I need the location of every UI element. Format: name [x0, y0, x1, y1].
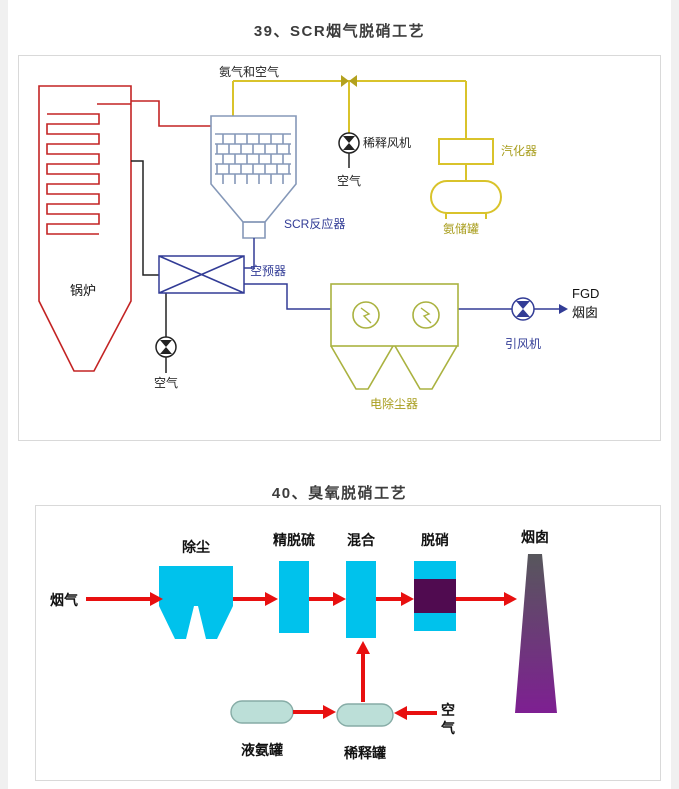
arrowhead-icon — [333, 592, 346, 606]
arrowhead-icon — [150, 592, 163, 606]
flow-arrow-heads-group — [150, 592, 517, 720]
label-desulf: 精脱硫 — [273, 532, 315, 548]
esp-group — [330, 283, 459, 390]
label-fgd-chimney: 烟囱 — [572, 305, 599, 320]
flue-line-preheater-to-esp — [244, 283, 331, 310]
scr-outlet-duct — [242, 221, 266, 239]
dilution-tank-shape — [336, 703, 394, 727]
page-gutter-right — [671, 0, 679, 789]
label-ammonia-air: 氨气和空气 — [218, 65, 280, 79]
id-fan-blade-icon — [516, 301, 530, 317]
label-air-bottom: 空气 — [153, 376, 179, 390]
air-fan-icon — [155, 336, 177, 358]
label-chimney: 烟囱 — [521, 529, 549, 545]
arrowhead-icon — [504, 592, 517, 606]
air-preheater-shape — [158, 255, 245, 294]
desulf-shape — [279, 561, 309, 633]
label-fgd: FGD — [572, 286, 600, 301]
scr-diagram-panel: 氨气和空气 稀释风机 空气 汽化器 氨储罐 SCR反应器 空预器 锅炉 空气 电… — [18, 55, 661, 441]
esp-field-right-icon — [412, 301, 440, 329]
boiler-coil — [46, 113, 100, 235]
flue-line-scr-to-preheater — [244, 238, 255, 269]
label-vaporizer: 汽化器 — [501, 144, 538, 158]
fan-blades-group — [160, 136, 355, 354]
flue-duct-group — [158, 238, 559, 321]
esp-bolt-icon — [360, 307, 432, 324]
flow-arrow-lines-group — [86, 597, 504, 715]
label-dilution-fan: 稀释风机 — [363, 136, 412, 150]
vaporizer-shape — [438, 138, 494, 165]
scr-catalyst-bricks — [216, 134, 290, 184]
arrowhead-icon — [265, 592, 278, 606]
esp-hoppers — [330, 345, 458, 390]
label-dust: 除尘 — [182, 539, 210, 555]
label-flue-gas: 烟气 — [50, 592, 78, 608]
label-ammonia-tank: 氨储罐 — [443, 222, 480, 236]
esp-field-left-icon — [352, 301, 380, 329]
dust-collector-shape — [159, 566, 233, 639]
label-denox: 脱硝 — [421, 532, 449, 548]
arrowhead-icon — [356, 641, 370, 654]
label-air: 空气 — [441, 702, 455, 736]
label-esp: 电除尘器 — [369, 397, 419, 411]
liquid-ammonia-tank-shape — [230, 700, 294, 724]
flue-duct-fills-group — [516, 301, 568, 317]
label-id-fan: 引风机 — [504, 337, 542, 351]
arrowhead-icon — [401, 592, 414, 606]
label-liquid-ammonia-tank: 液氨罐 — [241, 742, 283, 758]
ammonia-tank-legs — [445, 213, 487, 219]
label-mix: 混合 — [347, 532, 375, 548]
chimney-shape — [515, 554, 557, 713]
label-scr-reactor: SCR反应器 — [284, 217, 346, 231]
label-dilution-tank: 稀释罐 — [344, 745, 386, 761]
label-air-preheater: 空预器 — [250, 264, 287, 278]
fgd-arrowhead-icon — [559, 304, 568, 314]
dilution-fan-blade-icon — [343, 136, 355, 150]
mix-shape — [346, 561, 376, 638]
boiler-shape — [38, 85, 132, 372]
mixer-valve-icon — [341, 75, 357, 87]
esp-shape — [330, 283, 459, 347]
scr-reactor-group — [210, 115, 297, 239]
flue-line-boiler-to-scr — [131, 100, 211, 127]
air-fan-blade-icon — [160, 340, 172, 354]
section-title-scr: 39、SCR烟气脱硝工艺 — [253, 23, 426, 40]
air-lines-group — [131, 132, 360, 373]
denox-catalyst-band — [414, 579, 456, 613]
page-gutter-left — [0, 0, 8, 789]
scr-diagram-canvas — [38, 75, 568, 390]
label-air-top: 空气 — [336, 174, 362, 188]
air-line-preheater-to-boiler — [131, 160, 159, 276]
ozone-diagram-canvas — [86, 554, 557, 727]
section-title-ozone: 40、臭氧脱硝工艺 — [271, 485, 408, 502]
boiler-group — [38, 85, 211, 372]
ammonia-tank-shape — [430, 180, 502, 214]
tanks-group — [230, 700, 394, 727]
ozone-diagram-panel: 烟气 除尘 精脱硫 混合 脱硝 烟囱 液氨罐 稀释罐 空气 — [35, 505, 661, 781]
arrowhead-icon — [394, 706, 407, 720]
label-boiler: 锅炉 — [69, 283, 97, 298]
dilution-fan-icon — [338, 132, 360, 154]
arrowhead-icon — [323, 705, 336, 719]
